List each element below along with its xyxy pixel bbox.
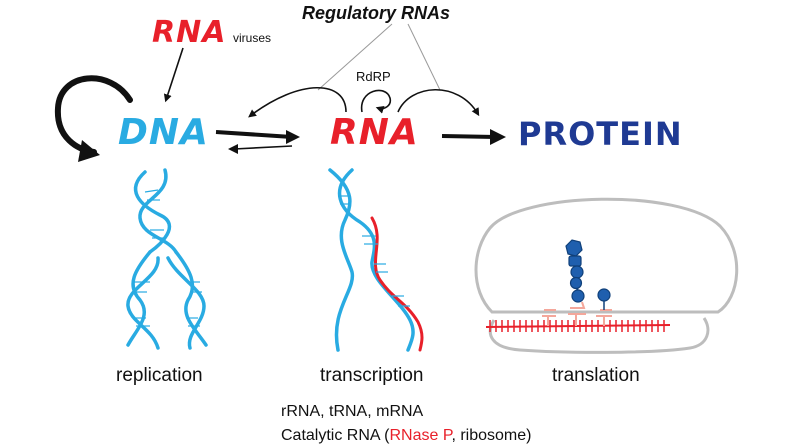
dna-to-rna-arrow (215, 130, 293, 139)
rna-to-dna-arrow (233, 145, 293, 150)
rna-to-protein-curved-arrow (397, 89, 480, 117)
transcription-dna-strands (328, 168, 415, 352)
transcription-rna-strand (370, 216, 424, 352)
rna-viruses-rna-label: RNA (152, 15, 227, 50)
rna-center-label: RNA (330, 112, 419, 153)
rna-viruses-label: viruses (233, 31, 272, 45)
transcription-label: transcription (320, 365, 424, 386)
rna-types-line1: rRNA, tRNA, mRNA (281, 403, 424, 420)
nascent-peptide-chain (565, 239, 611, 310)
rna-types-line2-prefix: Catalytic RNA ( (281, 427, 390, 444)
dna-to-rna-arrowhead (286, 130, 300, 144)
trna-molecules (542, 301, 612, 326)
replication-dna-helix (126, 168, 208, 350)
ribosome-large-subunit (474, 197, 739, 314)
protein-label: PROTEIN (518, 115, 683, 153)
dna-replication-loop-arrow (54, 75, 133, 155)
rdrp-loop-arrow (360, 89, 392, 114)
dna-replication-loop-head (78, 140, 100, 162)
transcription-base-pairs (338, 195, 410, 307)
reverse-transcription-arrow (248, 86, 347, 118)
rna-types-line2: Catalytic RNA (RNase P, ribosome) (281, 428, 531, 444)
rna-to-protein-arrowhead (490, 129, 506, 145)
replication-label: replication (116, 365, 203, 386)
regulatory-link-left (317, 23, 393, 91)
translation-label: translation (552, 365, 640, 386)
rna-to-dna-arrowhead (228, 144, 238, 154)
regulatory-link-right (407, 23, 441, 91)
dna-label: DNA (118, 112, 209, 153)
replication-base-pairs (133, 189, 202, 327)
ribosome-small-subunit (488, 317, 710, 354)
regulatory-rnas-title: Regulatory RNAs (302, 3, 451, 23)
mrna-codon-ticks (489, 320, 665, 332)
rna-to-protein-arrow (441, 134, 497, 139)
rdrp-label: RdRP (356, 69, 391, 84)
rna-types-line2-suffix: , ribosome) (451, 427, 532, 444)
viruses-to-dna-arrow (163, 47, 184, 103)
rnase-p-highlight: RNase P (389, 427, 452, 444)
